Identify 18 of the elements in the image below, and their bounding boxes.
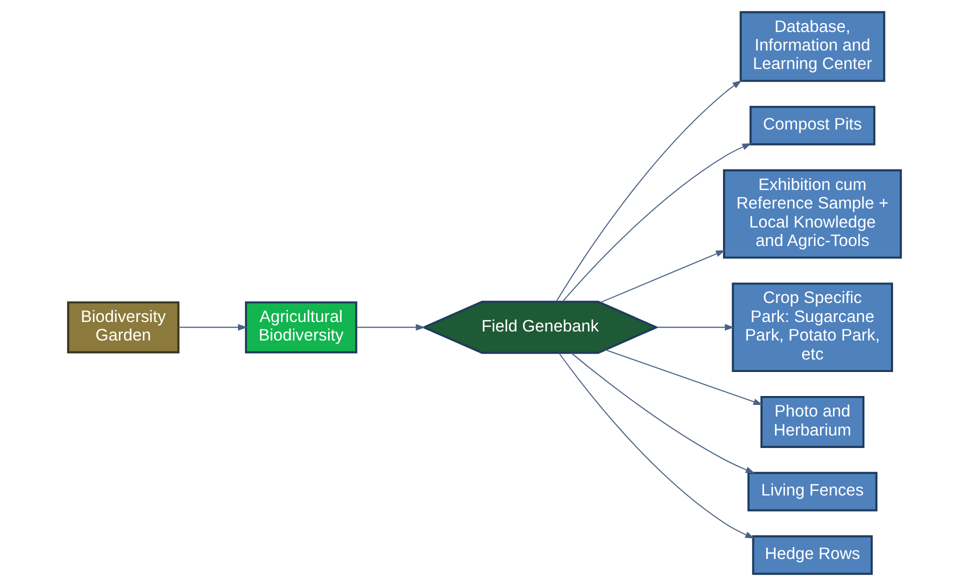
arrow	[605, 349, 763, 405]
arrow	[558, 352, 755, 539]
node-box: Living Fences	[747, 472, 878, 512]
node-box: Hedge Rows	[752, 535, 873, 575]
arrow	[178, 324, 248, 331]
node-box: Database, Information and Learning Center	[740, 11, 886, 82]
node-box: Agricultural Biodiversity	[244, 301, 358, 354]
node-box: Crop Specific Park: Sugarcane Park, Potato Park, etc	[732, 282, 894, 372]
node-box: Exhibition cum Reference Sample + Local Knowledge and Agric-Tools	[723, 169, 902, 259]
arrow	[570, 352, 756, 474]
arrow	[356, 324, 426, 331]
node-box: Compost Pits	[750, 106, 876, 146]
node-box: Photo and Herbarium	[760, 396, 864, 448]
arrow	[600, 250, 726, 304]
node-box: Biodiversity Garden	[67, 301, 180, 354]
arrow	[556, 80, 742, 302]
arrow	[562, 143, 752, 302]
arrow	[656, 324, 734, 331]
